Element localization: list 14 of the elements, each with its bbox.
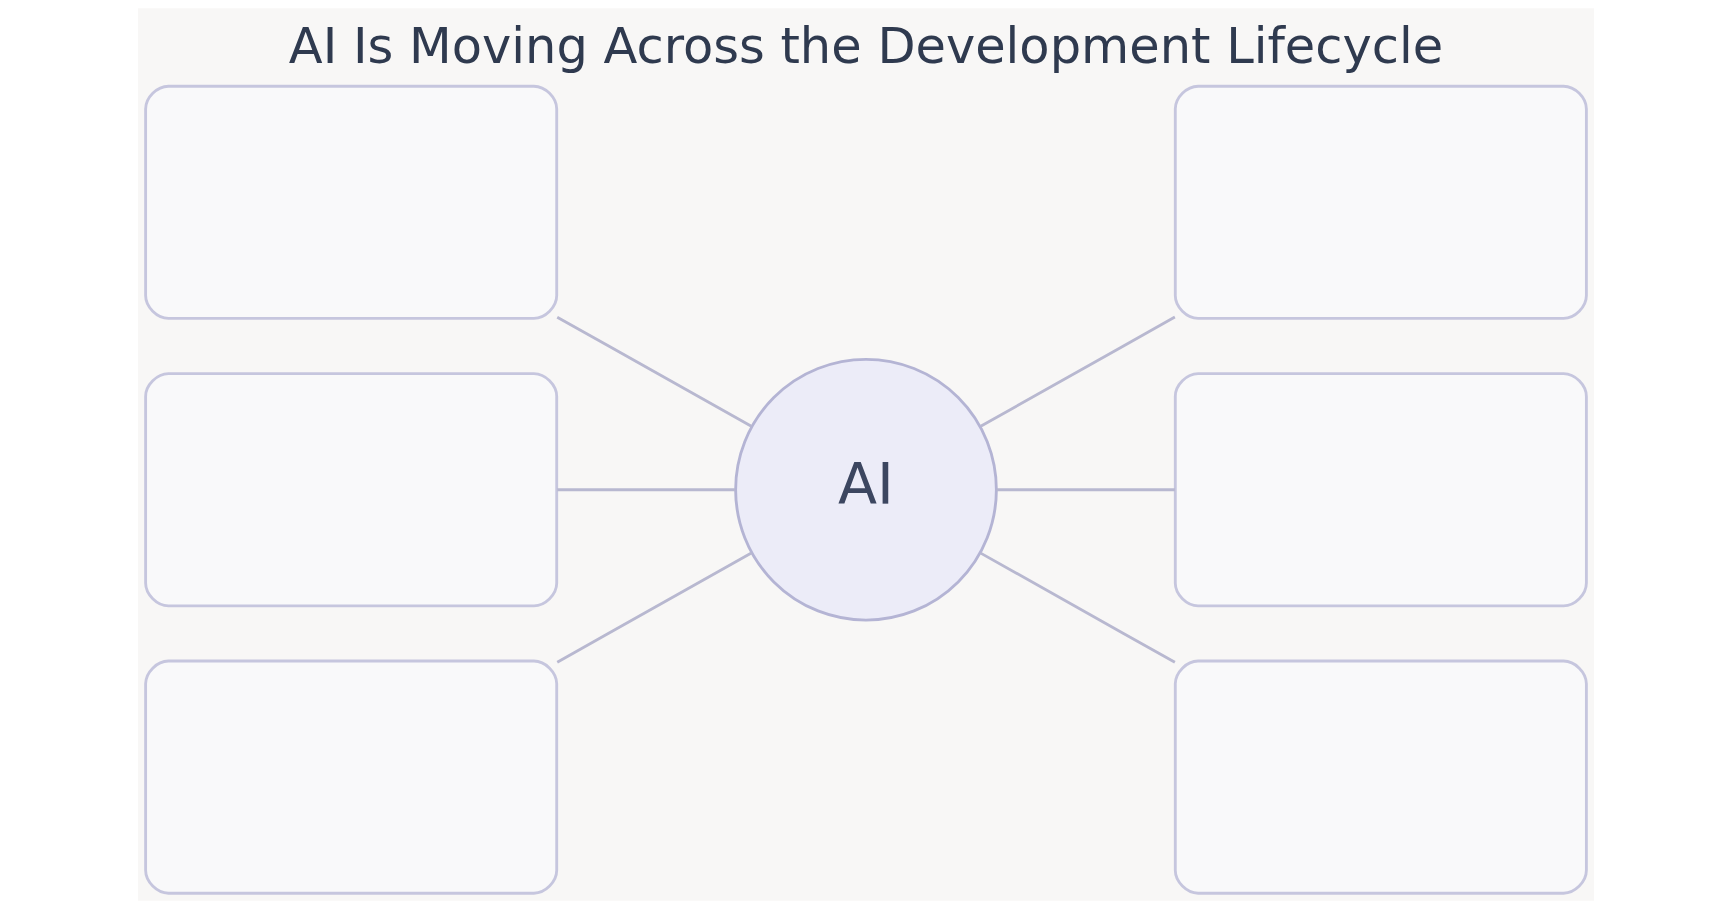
node-box — [143, 659, 558, 895]
node-box — [1173, 84, 1588, 320]
connector — [979, 551, 1176, 664]
node-box — [1173, 659, 1588, 895]
node-box — [1173, 372, 1588, 608]
connector — [979, 315, 1176, 428]
connector — [556, 551, 752, 664]
connector — [556, 488, 735, 492]
diagram-title: AI Is Moving Across the Development Lifecycle — [288, 17, 1443, 75]
connector — [556, 315, 752, 428]
connector — [996, 488, 1175, 492]
node-box — [143, 372, 558, 608]
node-circle: AI — [733, 357, 998, 622]
node-box — [143, 84, 558, 320]
